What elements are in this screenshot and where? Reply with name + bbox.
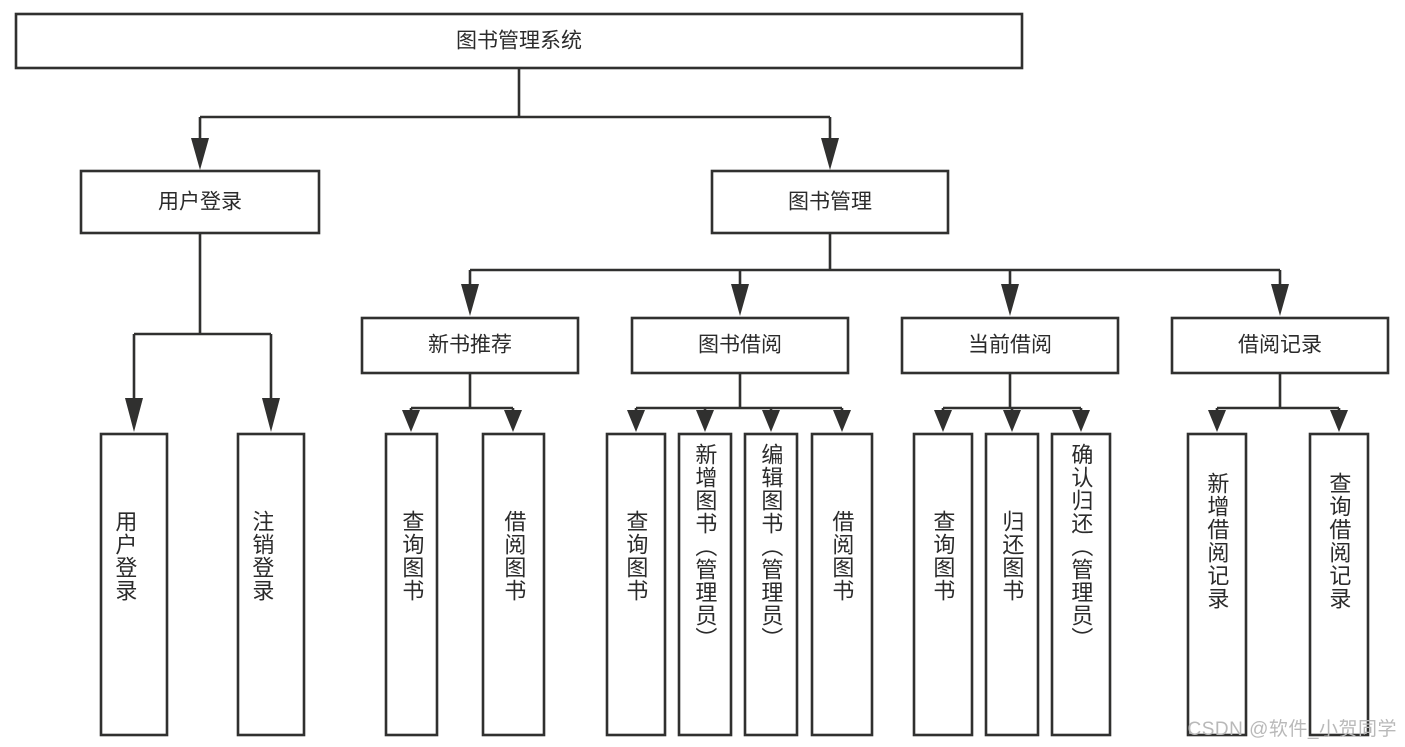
arrow-head-icon [402, 410, 420, 432]
arrow-head-icon [125, 398, 143, 432]
leaf-node-box[interactable] [236, 432, 306, 737]
arrow-head-icon [762, 410, 780, 432]
leaf-node-box[interactable] [1308, 432, 1370, 737]
connector-book-borrow-to-leaves [627, 373, 851, 432]
leaf-node-box[interactable] [481, 432, 546, 737]
leaf-node-box[interactable] [984, 432, 1040, 737]
level2-node-label: 图书借阅 [698, 334, 782, 357]
arrow-head-icon [1208, 410, 1226, 432]
arrow-head-icon [262, 398, 280, 432]
arrow-head-icon [821, 138, 839, 170]
root-node-box[interactable] [14, 12, 1024, 70]
level1-node-label: 图书管理 [788, 191, 872, 214]
connector-user-login-to-leaves [125, 233, 280, 432]
leaf-node-box[interactable] [810, 432, 874, 737]
level2-node-label: 借阅记录 [1238, 334, 1322, 357]
connector-new-book-recommend-to-leaves [402, 373, 522, 432]
node-level2-book-borrow[interactable]: 图书借阅 [630, 316, 850, 375]
level1-node-box[interactable] [79, 169, 321, 235]
node-level2-borrow-record[interactable]: 借阅记录 [1170, 316, 1390, 375]
arrow-head-icon [731, 284, 749, 316]
connector-book-management-to-level2 [461, 233, 1289, 316]
leaf-node-box[interactable] [677, 432, 733, 737]
leaf-node-box[interactable] [1186, 432, 1248, 737]
root-node-label: 图书管理系统 [456, 30, 582, 53]
level2-node-box[interactable] [900, 316, 1120, 375]
leaf-node-box[interactable] [384, 432, 439, 737]
node-level2-current-borrow[interactable]: 当前借阅 [900, 316, 1120, 375]
leaf-node-box[interactable] [912, 432, 974, 737]
arrow-head-icon [627, 410, 645, 432]
arrow-head-icon [1271, 284, 1289, 316]
arrow-head-icon [833, 410, 851, 432]
node-level1-user-login[interactable]: 用户登录 [79, 169, 321, 235]
leaf-node-box[interactable] [99, 432, 169, 737]
leaf-node-boxes [99, 432, 1370, 737]
arrow-head-icon [1072, 410, 1090, 432]
level2-node-box[interactable] [360, 316, 580, 375]
arrow-head-icon [504, 410, 522, 432]
csdn-watermark: CSDN @软件_小贺同学 [1187, 719, 1397, 740]
leaf-node-box[interactable] [743, 432, 799, 737]
node-level2-new-book-recommend[interactable]: 新书推荐 [360, 316, 580, 375]
connector-borrow-record-to-leaves [1208, 373, 1348, 432]
arrow-head-icon [934, 410, 952, 432]
node-level1-book-management[interactable]: 图书管理 [710, 169, 950, 235]
arrow-head-icon [1003, 410, 1021, 432]
connector-current-borrow-to-leaves [934, 373, 1090, 432]
leaf-node-box[interactable] [1050, 432, 1112, 737]
arrow-head-icon [1330, 410, 1348, 432]
level1-node-label: 用户登录 [158, 191, 242, 214]
arrow-head-icon [1001, 284, 1019, 316]
connector-root-to-level1 [191, 68, 839, 170]
leaf-node-box[interactable] [605, 432, 667, 737]
arrow-head-icon [461, 284, 479, 316]
level2-node-label: 新书推荐 [428, 334, 512, 357]
arrow-head-icon [191, 138, 209, 170]
arrow-head-icon [696, 410, 714, 432]
level2-node-label: 当前借阅 [968, 334, 1052, 357]
node-root[interactable]: 图书管理系统 [14, 12, 1024, 70]
